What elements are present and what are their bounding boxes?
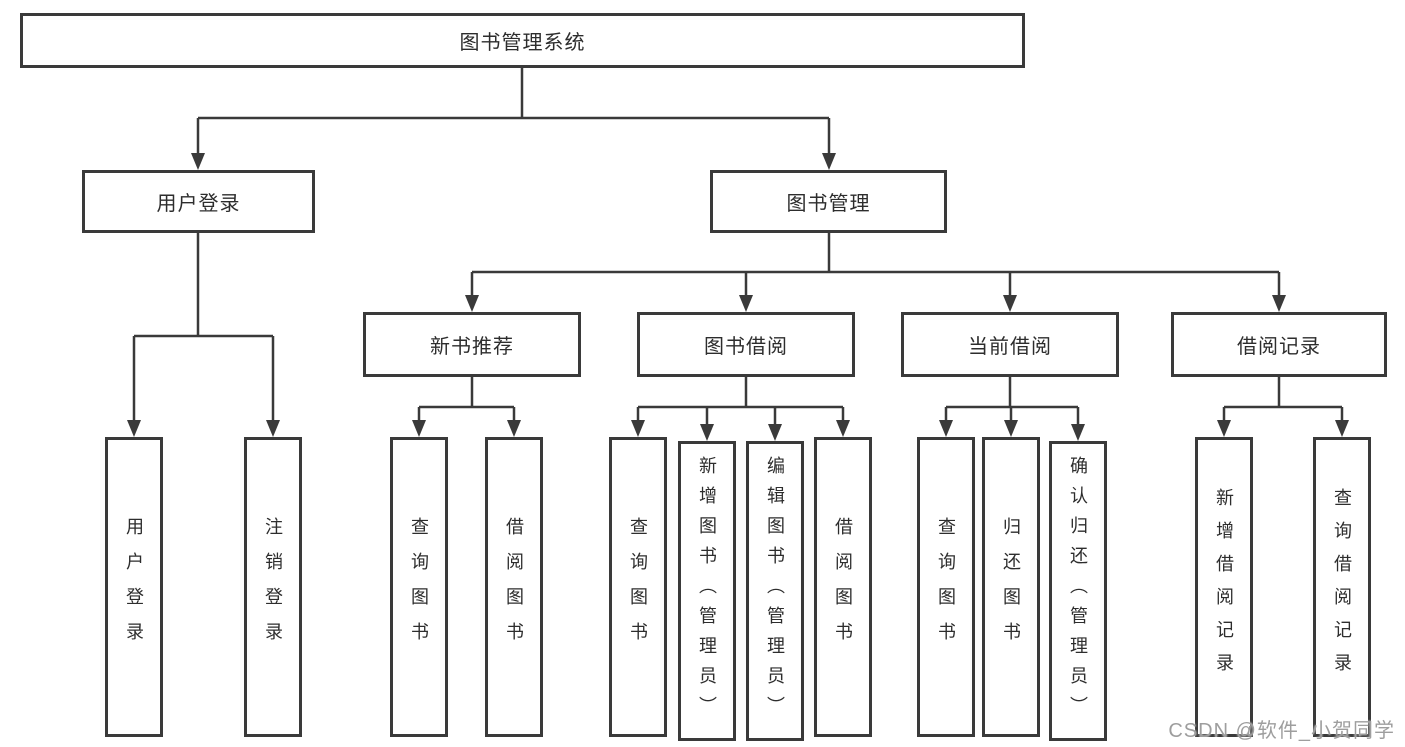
node-library-management-system: 图书管理系统 [20,13,1025,68]
leaf-current-confirm-return-admin: 确认归还（管理员） [1049,441,1107,741]
node-label: 查询图书 [409,517,429,657]
node-new-book-recommendation: 新书推荐 [363,312,581,377]
leaf-borrowing-borrow-books: 借阅图书 [814,437,872,737]
leaf-logout: 注销登录 [244,437,302,737]
node-label: 当前借阅 [968,336,1052,358]
node-current-borrowing: 当前借阅 [901,312,1119,377]
watermark-csdn: CSDN @软件_小贺同学 [1168,720,1395,742]
node-label: 图书管理 [786,193,871,215]
node-label: 图书借阅 [704,336,788,358]
leaf-borrowing-query-books: 查询图书 [609,437,667,737]
node-label: 借阅图书 [833,517,853,657]
node-label: 查询图书 [936,517,956,657]
leaf-records-query-borrow-record: 查询借阅记录 [1313,437,1371,737]
leaf-current-query-books: 查询图书 [917,437,975,737]
node-book-management: 图书管理 [710,170,947,233]
node-label: 注销登录 [263,517,283,657]
leaf-borrowing-edit-books-admin: 编辑图书（管理员） [746,441,804,741]
node-label: 归还图书 [1001,517,1021,657]
node-label: 借阅记录 [1237,336,1321,358]
node-label: 查询借阅记录 [1332,488,1352,686]
node-borrowing-records: 借阅记录 [1171,312,1387,377]
leaf-records-add-borrow-record: 新增借阅记录 [1195,437,1253,737]
node-label: 确认归还（管理员） [1068,456,1088,726]
node-label: 新增图书（管理员） [697,456,717,726]
leaf-recommend-borrow-books: 借阅图书 [485,437,543,737]
node-label: 用户登录 [156,193,241,215]
node-book-borrowing: 图书借阅 [637,312,855,377]
leaf-recommend-query-books: 查询图书 [390,437,448,737]
leaf-current-return-books: 归还图书 [982,437,1040,737]
node-label: 新增借阅记录 [1214,488,1234,686]
node-label: 编辑图书（管理员） [765,456,785,726]
node-label: 新书推荐 [430,336,514,358]
node-label: 用户登录 [124,517,144,657]
leaf-user-login: 用户登录 [105,437,163,737]
leaf-borrowing-add-books-admin: 新增图书（管理员） [678,441,736,741]
node-user-login: 用户登录 [82,170,315,233]
node-label: 查询图书 [628,517,648,657]
node-label: 图书管理系统 [459,32,586,54]
node-label: 借阅图书 [504,517,524,657]
